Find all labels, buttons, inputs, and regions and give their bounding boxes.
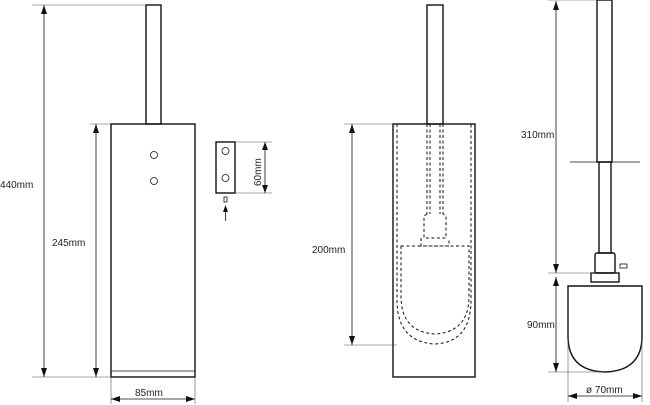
dimension-holder-width: 85mm <box>110 377 196 404</box>
holder-width-label: 85mm <box>135 388 163 399</box>
handle-length-label: 310mm <box>521 130 554 141</box>
front-screw-hole-bottom <box>150 177 158 185</box>
holder-height-label: 245mm <box>52 238 85 249</box>
brush-handle-upper <box>596 0 613 163</box>
front-view <box>110 4 196 378</box>
head-diameter-label: ø 70mm <box>586 385 623 396</box>
wall-bracket-detail: 60mm <box>215 141 272 221</box>
section-holder-body <box>392 123 476 378</box>
section-view <box>392 4 476 378</box>
dimension-inner-height: 200mm <box>312 123 397 346</box>
bracket-hole-top <box>221 147 230 155</box>
head-height-label: 90mm <box>527 320 555 331</box>
brush-handle-lower <box>598 161 612 254</box>
bracket-screw <box>223 196 228 203</box>
dimension-holder-height: 245mm <box>52 123 111 377</box>
section-brush-head-hidden <box>400 245 470 335</box>
dimension-head-diameter: ø 70mm <box>567 340 643 402</box>
brush-collar-base <box>590 272 620 283</box>
bracket-plate <box>215 141 236 194</box>
dimension-total-height: 440mm <box>0 4 146 378</box>
front-screw-hole-top <box>150 151 158 159</box>
front-holder-body <box>110 123 196 378</box>
brush-view <box>567 0 643 373</box>
dimension-handle-length: 310mm <box>521 0 597 274</box>
brush-collar <box>594 252 616 274</box>
section-handle <box>426 4 444 125</box>
bracket-hole-bottom <box>221 174 230 182</box>
dimension-head-height: 90mm <box>527 277 605 373</box>
inner-height-label: 200mm <box>312 245 345 256</box>
bracket-height-label: 60mm <box>253 158 264 186</box>
brush-head <box>567 285 643 373</box>
brush-screw <box>619 263 628 269</box>
total-height-label: 440mm <box>0 180 33 191</box>
front-handle <box>145 4 162 125</box>
